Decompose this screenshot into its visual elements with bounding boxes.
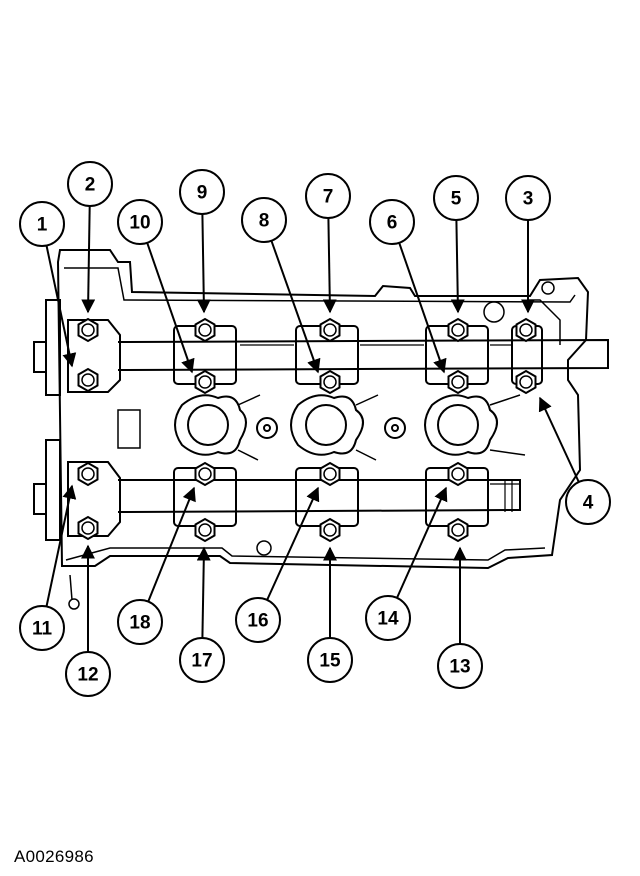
leader-arrow: [450, 219, 465, 314]
callout-number: 17: [191, 651, 212, 672]
callout-number: 1: [37, 215, 48, 236]
leader-arrow: [266, 486, 320, 601]
leader-arrow: [81, 205, 96, 314]
callout-circle: [305, 173, 351, 219]
cap-bolt: [194, 517, 216, 543]
leader-arrow: [146, 242, 195, 374]
leader-arrow: [45, 245, 77, 368]
leader-arrow: [147, 486, 196, 602]
spark-plug-bores: [117, 394, 526, 461]
callout-number: 4: [583, 493, 594, 514]
callout-circle: [179, 169, 225, 215]
callout-number: 13: [449, 657, 470, 678]
callout: 18: [117, 599, 163, 645]
cap-bolt: [447, 369, 469, 395]
callout: 10: [117, 199, 163, 245]
cap-bolt: [447, 517, 469, 543]
callout-circle: [65, 651, 111, 697]
cap-bolt: [319, 369, 341, 395]
callout: 15: [307, 637, 353, 683]
callout-number: 12: [77, 665, 98, 686]
callout-circle: [19, 201, 65, 247]
callout-circle: [179, 637, 225, 683]
figure-id: A0026986: [14, 847, 94, 866]
cap-bolt: [319, 461, 341, 487]
callout-circle: [307, 637, 353, 683]
callout: 13: [437, 643, 483, 689]
callout-number: 10: [129, 213, 150, 234]
cap-bolt: [447, 317, 469, 343]
callout: 5: [433, 175, 479, 221]
cylinder-head-outline: [56, 249, 590, 610]
callout-number: 5: [451, 189, 462, 210]
callout: 7: [305, 173, 351, 219]
callout: 16: [235, 597, 281, 643]
callout-circle: [67, 161, 113, 207]
callout-number: 3: [523, 189, 534, 210]
callout-circle: [19, 605, 65, 651]
callout-number: 8: [259, 211, 270, 232]
leader-arrow: [398, 242, 447, 374]
leader-arrow: [538, 396, 580, 483]
callout-number: 9: [197, 183, 208, 204]
leader-arrow: [196, 546, 211, 639]
callout-circle: [235, 597, 281, 643]
cap-bolt: [515, 317, 537, 343]
callout-number: 2: [85, 175, 96, 196]
callout-circle: [437, 643, 483, 689]
callout-circle: [365, 595, 411, 641]
cap-bolt: [319, 317, 341, 343]
cap-bolt: [77, 317, 99, 343]
cap-bolts: [77, 317, 537, 543]
callout-number: 11: [32, 619, 53, 640]
callout-number: 16: [247, 611, 268, 632]
cap-bolt: [194, 369, 216, 395]
callout: 1: [19, 201, 65, 247]
cap-bolt: [515, 369, 537, 395]
callout-circle: [369, 199, 415, 245]
callout-number: 7: [323, 187, 334, 208]
cap-bolt: [77, 367, 99, 393]
leader-arrow: [45, 484, 77, 607]
callout-number: 18: [129, 613, 150, 634]
callout-number: 15: [319, 651, 341, 672]
callout-number: 14: [377, 609, 399, 630]
callout-circle: [565, 479, 611, 525]
leader-arrow: [196, 213, 211, 314]
leader-arrows: [45, 205, 580, 652]
callout: 17: [179, 637, 225, 683]
cap-bolt: [194, 317, 216, 343]
leader-arrow: [270, 240, 321, 374]
callout: 12: [65, 651, 111, 697]
callout: 2: [67, 161, 113, 207]
callout: 3: [505, 175, 551, 221]
callout-circle: [433, 175, 479, 221]
callout: 14: [365, 595, 411, 641]
callout: 4: [565, 479, 611, 525]
cap-bolt: [194, 461, 216, 487]
leader-arrow: [396, 486, 448, 599]
callout: 8: [241, 197, 287, 243]
leader-arrow: [322, 217, 337, 314]
callout: 11: [19, 605, 65, 651]
callout: 6: [369, 199, 415, 245]
callout-circle: [117, 599, 163, 645]
callout-number: 6: [387, 213, 398, 234]
lower-camshaft: [33, 439, 521, 541]
cap-bolt: [77, 515, 99, 541]
callout-circle: [117, 199, 163, 245]
callout-circle: [505, 175, 551, 221]
callout: 9: [179, 169, 225, 215]
cap-bolt: [77, 461, 99, 487]
cap-bolt: [447, 461, 469, 487]
callout-circle: [241, 197, 287, 243]
cap-bolt: [319, 517, 341, 543]
